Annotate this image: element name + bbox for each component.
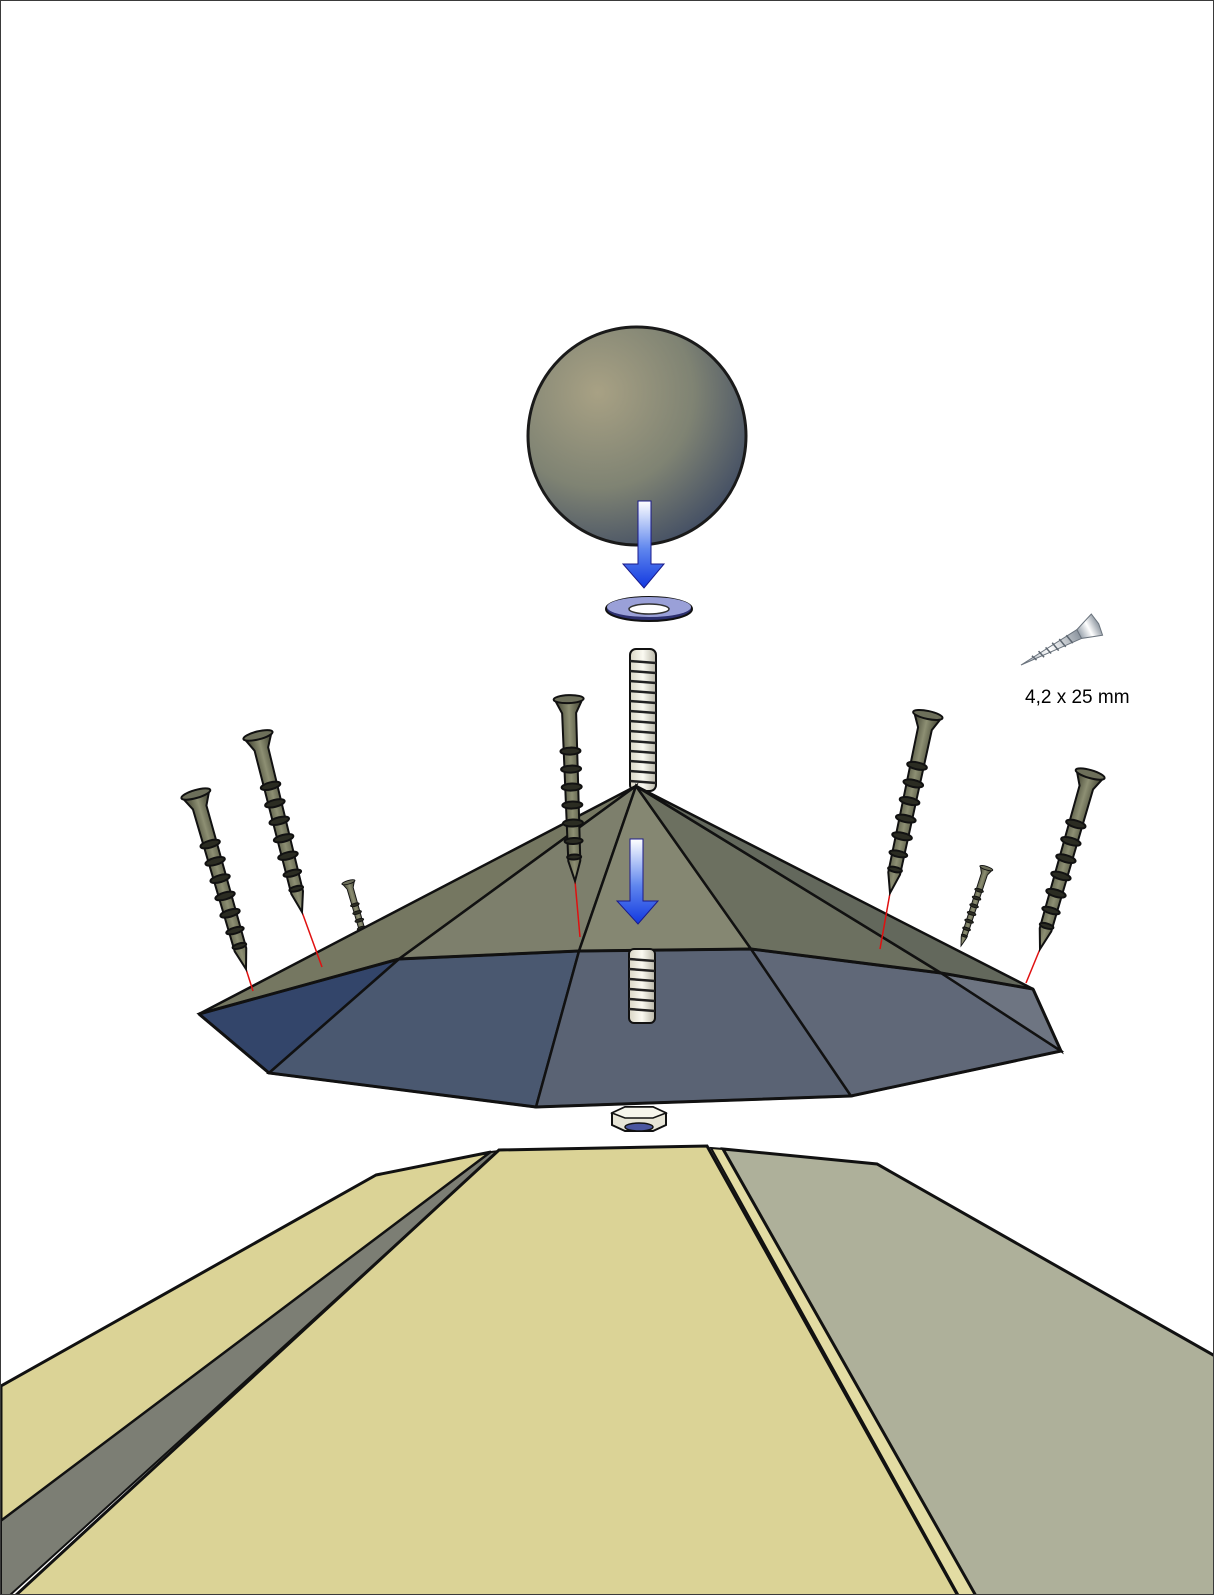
threaded-rod-lower (628, 948, 656, 1024)
roof-panel-center (14, 1144, 959, 1594)
ball-finial (526, 325, 748, 547)
screw-size-label: 4,2 x 25 mm (1025, 687, 1130, 708)
washer (605, 596, 693, 622)
arrow-down-icon (621, 500, 666, 589)
screw-front-4 (874, 706, 945, 898)
hex-nut (610, 1106, 668, 1132)
screw-back-right (954, 863, 994, 949)
guide-lines (245, 880, 1041, 992)
arrow-down-icon-lower (615, 838, 660, 925)
threaded-rod (629, 648, 657, 792)
roof-panel-right (720, 1147, 1213, 1594)
roof-panels (1, 1144, 1213, 1594)
screw-icon (1020, 613, 1104, 666)
screw-front-1 (179, 785, 262, 975)
screw-front-5 (1024, 765, 1107, 955)
roof-panel-right-edge (709, 1146, 977, 1594)
roof-cap (196, 782, 1065, 1109)
screw-front-2 (241, 726, 318, 917)
